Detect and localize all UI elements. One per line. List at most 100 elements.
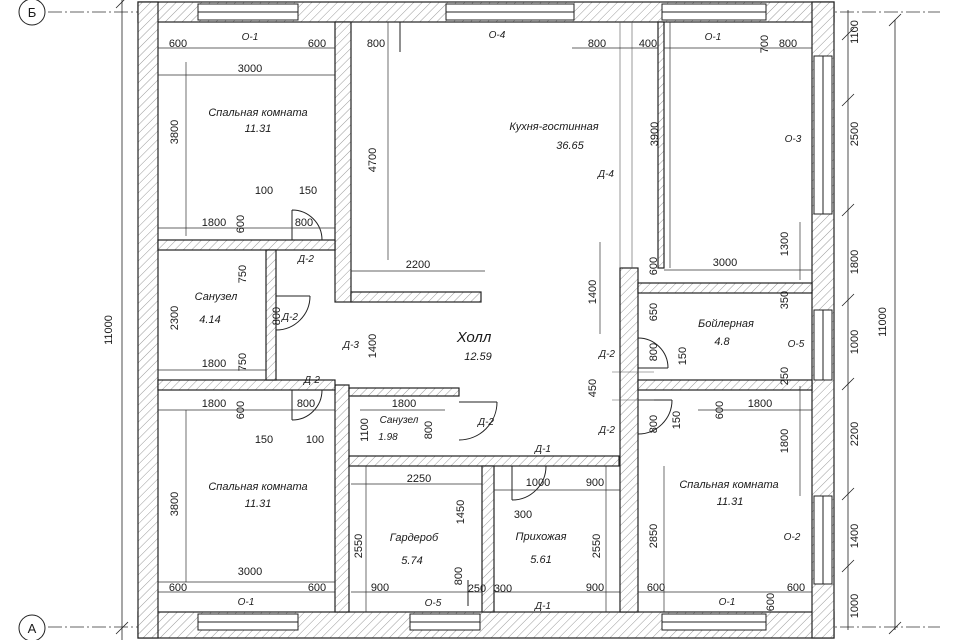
tag-window-o1-bottom-left: О-1	[238, 597, 255, 608]
dim-600-d: 600	[648, 257, 660, 275]
dim-900-b: 900	[371, 582, 389, 594]
wall-interior-h1	[157, 239, 336, 251]
dim-750-a: 750	[237, 265, 249, 283]
tag-door-d2-f: Д-2	[598, 425, 615, 436]
overall-dimension-lines	[115, 0, 902, 640]
dim-2550-a: 2550	[353, 534, 365, 558]
dim-800-d: 800	[295, 217, 313, 229]
dim-350: 350	[779, 291, 791, 309]
room-area-bathroom-small: 1.98	[378, 432, 398, 443]
door-bedroom-top	[291, 209, 323, 241]
tag-window-o1-top-right: О-1	[705, 32, 722, 43]
dim-250-a: 250	[779, 367, 791, 385]
dim-800-b: 800	[588, 38, 606, 50]
wall-interior-v2	[334, 384, 350, 613]
dim-1450: 1450	[455, 500, 467, 524]
dim-700: 700	[759, 35, 771, 53]
dim-3800-a: 3800	[169, 120, 181, 144]
room-name-bedroom-bottom-left: Спальная комната	[208, 481, 307, 493]
dim-150-d: 150	[671, 411, 683, 429]
room-labels: Спальная комната 11.31 Кухня-гостинная 3…	[195, 107, 779, 567]
tag-door-d1-b: Д-1	[534, 601, 551, 612]
dim-1800-d: 1800	[392, 398, 416, 410]
dim-600-h: 600	[308, 582, 326, 594]
dim-450: 450	[587, 379, 599, 397]
dim-1400-a: 1400	[367, 334, 379, 358]
tag-door-d2-c: Д-2	[598, 349, 615, 360]
walls	[137, 1, 835, 639]
dim-1100-a: 1100	[359, 418, 371, 442]
dim-3000-a: 3000	[238, 63, 262, 75]
door-bath-left	[275, 295, 311, 331]
dim-1800-e: 1800	[748, 398, 772, 410]
dim-1800-a: 1800	[202, 217, 226, 229]
wall-interior-v1	[334, 21, 352, 303]
room-name-bedroom-bottom-right: Спальная комната	[679, 479, 778, 491]
dim-800-j: 800	[453, 567, 465, 585]
dim-100-b: 100	[306, 434, 324, 446]
room-area-bedroom-bottom-right: 11.31	[717, 496, 744, 508]
room-area-entrance: 5.61	[530, 554, 551, 566]
door-bath-small	[458, 401, 498, 441]
dim-150-b: 150	[677, 347, 689, 365]
wall-bath-small-bottom	[348, 455, 620, 467]
dim-overall-right-11000: 11000	[877, 307, 889, 337]
dim-2250: 2250	[407, 473, 431, 485]
tag-door-d3: Д-3	[342, 340, 359, 351]
tag-window-o1-bottom-right: О-1	[719, 597, 736, 608]
dim-300-b: 300	[494, 583, 512, 595]
tag-door-d4: Д-4	[597, 169, 614, 180]
dim-150-c: 150	[255, 434, 273, 446]
room-area-boiler: 4.8	[714, 336, 730, 348]
dim-150-a: 150	[299, 185, 317, 197]
dimension-lines	[158, 22, 812, 612]
wall-boiler-top	[637, 282, 813, 294]
dim-600-f: 600	[714, 401, 726, 419]
dim-1800-c: 1800	[202, 398, 226, 410]
tag-door-d2-a: Д-2	[297, 254, 314, 265]
tag-window-o4: О-4	[489, 30, 506, 41]
dim-600-b: 600	[308, 38, 326, 50]
windows	[197, 3, 833, 631]
dim-1400-b: 1400	[587, 280, 599, 304]
dimension-values: 600 600 800 800 400 800 700 3000 3800 47…	[103, 20, 889, 618]
dim-800-a: 800	[367, 38, 385, 50]
dim-400: 400	[639, 38, 657, 50]
dim-800-c: 800	[779, 38, 797, 50]
dim-300-a: 300	[514, 509, 532, 521]
wall-right-block	[619, 267, 639, 613]
dim-600-a: 600	[169, 38, 187, 50]
dim-800-e: 800	[271, 307, 283, 325]
tag-window-o1-top-left: О-1	[242, 32, 259, 43]
tag-window-o2: О-2	[784, 532, 801, 543]
wall-wardrobe-div	[481, 465, 495, 613]
dim-3000-c: 3000	[238, 566, 262, 578]
tag-window-o5-right: О-5	[788, 339, 805, 350]
dim-900-c: 900	[586, 582, 604, 594]
room-name-kitchen: Кухня-гостинная	[509, 121, 598, 133]
room-area-kitchen: 36.65	[556, 140, 584, 152]
dim-2550-b: 2550	[591, 534, 603, 558]
dim-2850: 2850	[648, 524, 660, 548]
room-name-boiler: Бойлерная	[698, 318, 754, 330]
room-area-wardrobe: 5.74	[401, 555, 422, 567]
dim-3900: 3900	[649, 122, 661, 146]
dim-right-1400: 1400	[849, 524, 861, 548]
axis-bubble-top: Б	[18, 0, 46, 26]
dim-100-a: 100	[255, 185, 273, 197]
room-name-hall: Холл	[456, 329, 492, 346]
dim-800-h: 800	[423, 421, 435, 439]
room-name-bathroom-left: Санузел	[195, 291, 238, 303]
dim-750-b: 750	[237, 353, 249, 371]
room-area-bedroom-top-left: 11.31	[245, 123, 272, 135]
guide-lines	[612, 22, 654, 401]
tag-door-d2-d: Д-2	[303, 375, 320, 386]
wall-left	[137, 1, 159, 639]
dim-3000-b: 3000	[713, 257, 737, 269]
dim-3800-b: 3800	[169, 492, 181, 516]
dim-800-i: 800	[648, 415, 660, 433]
dim-650: 650	[648, 303, 660, 321]
dim-right-1000-a: 1000	[849, 330, 861, 354]
dim-overall-left-11000: 11000	[103, 315, 115, 345]
dim-right-2200: 2200	[849, 422, 861, 446]
